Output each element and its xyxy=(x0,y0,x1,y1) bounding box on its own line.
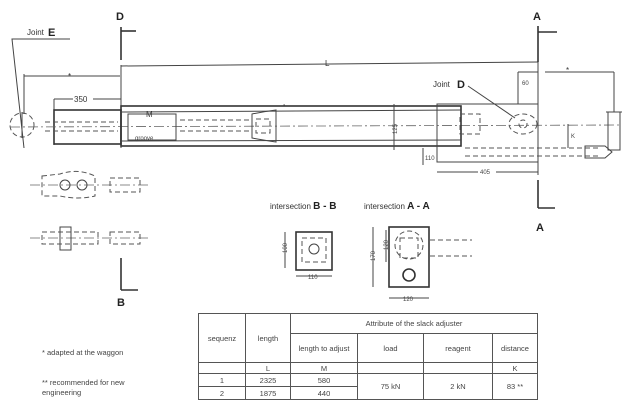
header-attribute-group: Attribute of the slack adjuster xyxy=(290,313,538,334)
main-body: M groove ▪ 125 xyxy=(120,103,462,150)
header-distance: distance xyxy=(492,333,538,363)
section-bb-view: 100 110 xyxy=(283,231,333,281)
unit-distance: K xyxy=(492,362,538,374)
svg-text:D: D xyxy=(457,79,465,91)
joint-e-callout: Joint E xyxy=(9,27,70,149)
svg-text:120: 120 xyxy=(384,239,390,250)
section-marker-d: D xyxy=(116,11,136,148)
svg-text:Joint: Joint xyxy=(27,28,45,37)
header-length-adjust: length to adjust xyxy=(290,333,358,363)
dim-k-110-405: K 110 405 xyxy=(422,124,575,176)
slack-adjuster-table: sequenz length Attribute of the slack ad… xyxy=(198,313,538,400)
cell-seq: 1 xyxy=(198,373,246,387)
cell-reagent: 2 kN xyxy=(423,373,493,400)
joint-d-callout: Joint D xyxy=(433,79,516,119)
svg-text:A: A xyxy=(536,222,544,234)
cell-length: 1875 xyxy=(245,386,291,400)
table-row: 1 2325 580 75 kN 2 kN 83 ** xyxy=(198,373,538,400)
svg-text:*: * xyxy=(68,72,71,81)
svg-text:M: M xyxy=(146,110,153,119)
svg-text:Joint: Joint xyxy=(433,80,451,89)
dim-l: L xyxy=(120,59,539,68)
header-sequenz: sequenz xyxy=(198,313,246,363)
svg-text:60: 60 xyxy=(522,81,529,87)
joint-e-detail-views: B xyxy=(30,170,148,309)
intersection-aa-caption: intersection A - A xyxy=(364,201,430,212)
left-tube xyxy=(9,109,621,145)
header-length: length xyxy=(245,313,291,363)
dim-350: 350 xyxy=(53,94,121,145)
table-row: 2 1875 440 xyxy=(198,386,538,400)
cell-adjust: 440 xyxy=(290,386,358,400)
dim-60: 60 * xyxy=(517,66,614,104)
cell-length: 2325 xyxy=(245,373,291,387)
svg-text:B: B xyxy=(117,297,125,309)
svg-text:K: K xyxy=(571,134,575,140)
dim-star-left: * xyxy=(23,72,120,114)
cell-adjust: 580 xyxy=(290,373,358,387)
cell-load: 75 kN xyxy=(357,373,424,400)
note-double-star: ** recommended for new engineering xyxy=(42,378,125,397)
section-aa-view: 170 120 120 xyxy=(371,226,472,303)
svg-text:*: * xyxy=(566,66,569,75)
cell-seq: 2 xyxy=(198,386,246,400)
svg-text:110: 110 xyxy=(308,275,318,281)
svg-text:D: D xyxy=(116,11,124,23)
svg-text:110: 110 xyxy=(425,156,435,162)
svg-text:405: 405 xyxy=(480,170,491,176)
svg-text:120: 120 xyxy=(403,297,414,303)
svg-text:A: A xyxy=(533,11,541,23)
unit-length: L xyxy=(245,362,291,374)
svg-text:groove: groove xyxy=(135,136,154,142)
cell-distance: 83 ** xyxy=(492,373,538,400)
svg-text:350: 350 xyxy=(74,95,88,104)
svg-text:▪: ▪ xyxy=(283,103,285,109)
svg-text:170: 170 xyxy=(371,250,377,261)
svg-text:E: E xyxy=(48,27,55,39)
unit-adjust: M xyxy=(290,362,358,374)
note-star: * adapted at the waggon xyxy=(42,348,124,357)
section-marker-a: A A xyxy=(533,11,557,234)
svg-text:125: 125 xyxy=(393,123,399,134)
header-reagent: reagent xyxy=(423,333,493,363)
svg-text:100: 100 xyxy=(283,242,289,253)
intersection-bb-caption: intersection B - B xyxy=(270,201,337,212)
svg-text:L: L xyxy=(325,59,330,68)
header-load: load xyxy=(357,333,424,363)
